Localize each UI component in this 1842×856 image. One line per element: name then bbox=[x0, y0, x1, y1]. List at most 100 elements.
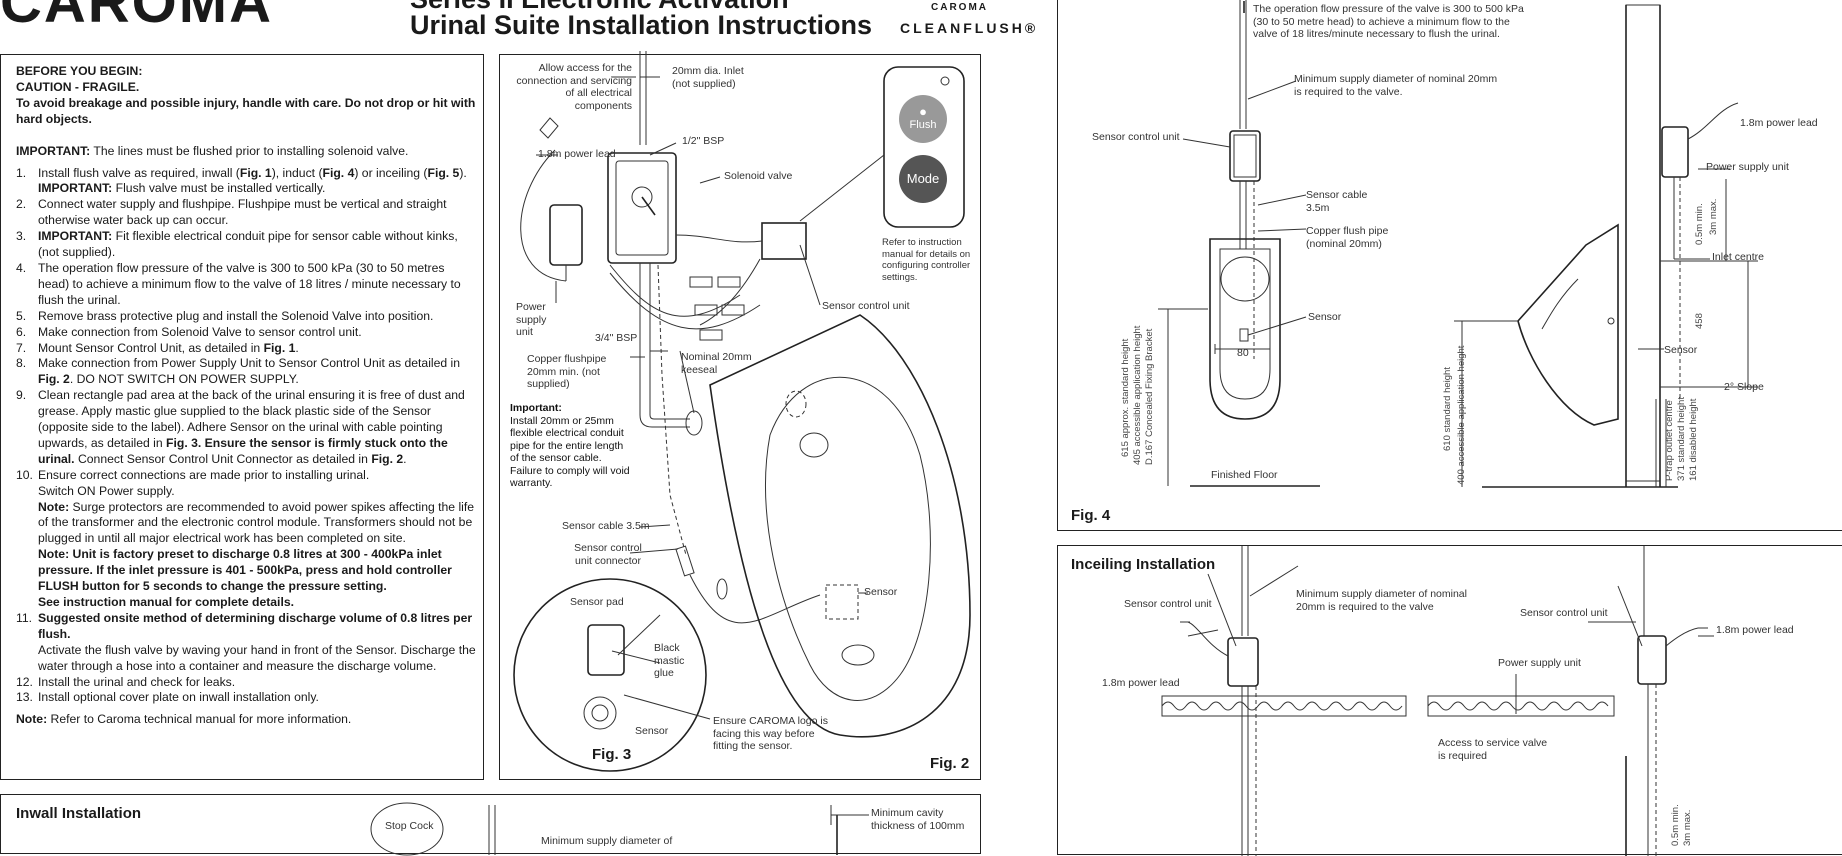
inwall-title: Inwall Installation bbox=[16, 805, 142, 822]
label-inwall-min-supply: Minimum supply diameter of bbox=[541, 835, 673, 847]
step-text: Remove brass protective plug and install… bbox=[38, 308, 434, 323]
step-number: 8. bbox=[16, 356, 27, 371]
step-item: 4. The operation flow pressure of the val… bbox=[16, 261, 478, 309]
step-item: 13. Install optional cover plate on inwal… bbox=[16, 690, 478, 706]
label-sensor-f4: Sensor bbox=[1308, 311, 1342, 323]
dim-ptrap: P-trap outlet centre bbox=[1664, 400, 1675, 481]
fig4-panel: The operation flow pressure of the valve… bbox=[1057, 0, 1842, 531]
label-sensor-control-unit-f4: Sensor control unit bbox=[1092, 131, 1180, 143]
label-sensor-pad: Sensor pad bbox=[570, 596, 624, 608]
label-power-lead-ic-right: 1.8m power lead bbox=[1716, 624, 1794, 636]
important-text: The lines must be flushed prior to insta… bbox=[90, 143, 409, 158]
label-copper-flushpipe: Copper flushpipe 20mm min. (not supplied… bbox=[527, 353, 607, 390]
label-power-lead: 1.8m power lead bbox=[538, 148, 616, 160]
inceiling-panel: Inceiling Installation Sensor control un… bbox=[1057, 545, 1842, 856]
label-power-lead-f4: 1.8m power lead bbox=[1740, 117, 1818, 129]
step-text: Make connection from Solenoid Valve to s… bbox=[38, 324, 362, 339]
step-item: 1. Install flush valve as required, inwal… bbox=[16, 166, 478, 198]
label-access-service-valve: Access to service valve is required bbox=[1438, 737, 1548, 762]
fig4-drawing bbox=[1158, 0, 1758, 488]
step-text: Mount Sensor Control Unit, as detailed i… bbox=[38, 340, 299, 355]
label-stop-cock: Stop Cock bbox=[385, 820, 434, 832]
label-mastic-glue: Black mastic glue bbox=[654, 642, 685, 679]
important-label: IMPORTANT: bbox=[16, 143, 91, 158]
dim-3m-ic: 3m max. bbox=[1682, 809, 1693, 846]
caution-heading: CAUTION - FRAGILE. bbox=[16, 79, 140, 94]
step-number: 7. bbox=[16, 340, 27, 355]
step-number: 5. bbox=[16, 308, 27, 323]
step-item: 7. Mount Sensor Control Unit, as detailed… bbox=[16, 341, 478, 357]
label-sensor-cable-f4: Sensor cable 3.5m bbox=[1306, 189, 1368, 214]
label-access: Allow access for the connection and serv… bbox=[516, 62, 632, 112]
label-connector: Sensor control unit connector bbox=[574, 542, 642, 567]
step-text: Clean rectangle pad area at the back of … bbox=[38, 388, 465, 466]
instructions-panel: BEFORE YOU BEGIN: CAUTION - FRAGILE. To … bbox=[0, 54, 484, 780]
step-number: 4. bbox=[16, 260, 27, 275]
dim-05m-ic: 0.5m min. bbox=[1670, 804, 1681, 846]
step-number: 6. bbox=[16, 324, 27, 339]
label-keeseal: Nominal 20mm keeseal bbox=[681, 351, 752, 376]
label-solenoid-valve: Solenoid valve bbox=[724, 170, 793, 182]
label-inlet: 20mm dia. Inlet (not supplied) bbox=[672, 65, 744, 90]
remote-flush-label: Flush bbox=[909, 119, 937, 131]
label-sensor-control-unit: Sensor control unit bbox=[822, 300, 910, 312]
step-item: 3. IMPORTANT: Fit flexible electrical con… bbox=[16, 229, 478, 261]
label-power-supply-unit: Power supply unit bbox=[516, 301, 547, 338]
inwall-drawing bbox=[370, 802, 869, 856]
label-copper-pipe-f4: Copper flush pipe (nominal 20mm) bbox=[1306, 225, 1389, 250]
label-sensor-control-unit-ic-right: Sensor control unit bbox=[1520, 607, 1608, 619]
step-number: 13. bbox=[16, 690, 33, 705]
step-text: Ensure correct connections are made prio… bbox=[38, 467, 475, 609]
important-note: Important: Install 20mm or 25mm flexible… bbox=[510, 402, 634, 490]
step-item: 12. Install the urinal and check for leak… bbox=[16, 675, 478, 691]
step-number: 12. bbox=[16, 674, 33, 689]
step-text: Make connection from Power Supply Unit t… bbox=[38, 356, 461, 387]
brand-logo: CAROMA bbox=[0, 0, 273, 35]
dim-400: 400 accessible application height bbox=[1456, 345, 1467, 485]
step-number: 3. bbox=[16, 229, 27, 244]
fig4-label: Fig. 4 bbox=[1071, 507, 1111, 524]
step-text: Install optional cover plate on inwall i… bbox=[38, 690, 319, 705]
fig3-label: Fig. 3 bbox=[592, 746, 632, 763]
step-number: 2. bbox=[16, 197, 27, 212]
steps-list: 1. Install flush valve as required, inwal… bbox=[16, 166, 478, 707]
step-text: Install flush valve as required, inwall … bbox=[38, 165, 467, 196]
cleanflush-logo: CLEANFLUSH® bbox=[900, 20, 1039, 36]
step-item: 8. Make connection from Power Supply Unit… bbox=[16, 356, 478, 388]
inceiling-title: Inceiling Installation bbox=[1071, 556, 1216, 573]
dim-405: 405 accessible application height bbox=[1132, 325, 1143, 465]
dim-458: 458 bbox=[1694, 313, 1705, 329]
label-cavity: Minimum cavity thickness of 100mm bbox=[871, 807, 965, 832]
remote-note: Refer to instruction manual for details … bbox=[882, 237, 971, 283]
label-min-supply-ic: Minimum supply diameter of nominal 20mm … bbox=[1296, 588, 1467, 613]
label-finished-floor: Finished Floor bbox=[1211, 469, 1278, 481]
label-power-lead-ic: 1.8m power lead bbox=[1102, 677, 1180, 689]
note-label: Note: bbox=[16, 712, 48, 727]
step-text: Install the urinal and check for leaks. bbox=[38, 674, 236, 689]
label-sensor-cable: Sensor cable 3.5m bbox=[562, 520, 650, 532]
step-item: 9. Clean rectangle pad area at the back o… bbox=[16, 388, 478, 468]
fig2-panel: Allow access for the connection and serv… bbox=[499, 51, 981, 780]
label-sensor-right: Sensor bbox=[1664, 344, 1698, 356]
step-text: IMPORTANT: Fit flexible electrical condu… bbox=[38, 229, 458, 260]
instructions-text: BEFORE YOU BEGIN: CAUTION - FRAGILE. To … bbox=[16, 64, 478, 728]
step-number: 9. bbox=[16, 388, 27, 403]
fig2-label: Fig. 2 bbox=[930, 755, 970, 772]
step-text: The operation flow pressure of the valve… bbox=[38, 260, 461, 307]
label-psu-f4: Power supply unit bbox=[1706, 161, 1789, 173]
fig2-drawing bbox=[513, 51, 971, 772]
page-title-line1: Series II Electronic Activation bbox=[410, 0, 789, 13]
label-slope: 2° Slope bbox=[1724, 381, 1764, 393]
dim-610: 610 standard height bbox=[1442, 367, 1453, 451]
remote-flush-button: ● Flush bbox=[899, 95, 947, 143]
label-sensor-fig3: Sensor bbox=[635, 725, 669, 737]
step-number: 10. bbox=[16, 467, 33, 482]
dim-161: 161 disabled height bbox=[1688, 398, 1699, 481]
important-note-text: Install 20mm or 25mm flexible electrical… bbox=[510, 414, 630, 490]
note-text: Refer to Caroma technical manual for mor… bbox=[47, 712, 352, 727]
label-inlet-centre: Inlet centre bbox=[1712, 251, 1764, 263]
inwall-panel: Inwall Installation Stop Cock Minimum su… bbox=[0, 794, 981, 856]
step-number: 1. bbox=[16, 165, 27, 180]
label-pressure: The operation flow pressure of the valve… bbox=[1253, 3, 1524, 40]
caution-detail: To avoid breakage and possible injury, h… bbox=[16, 95, 476, 126]
